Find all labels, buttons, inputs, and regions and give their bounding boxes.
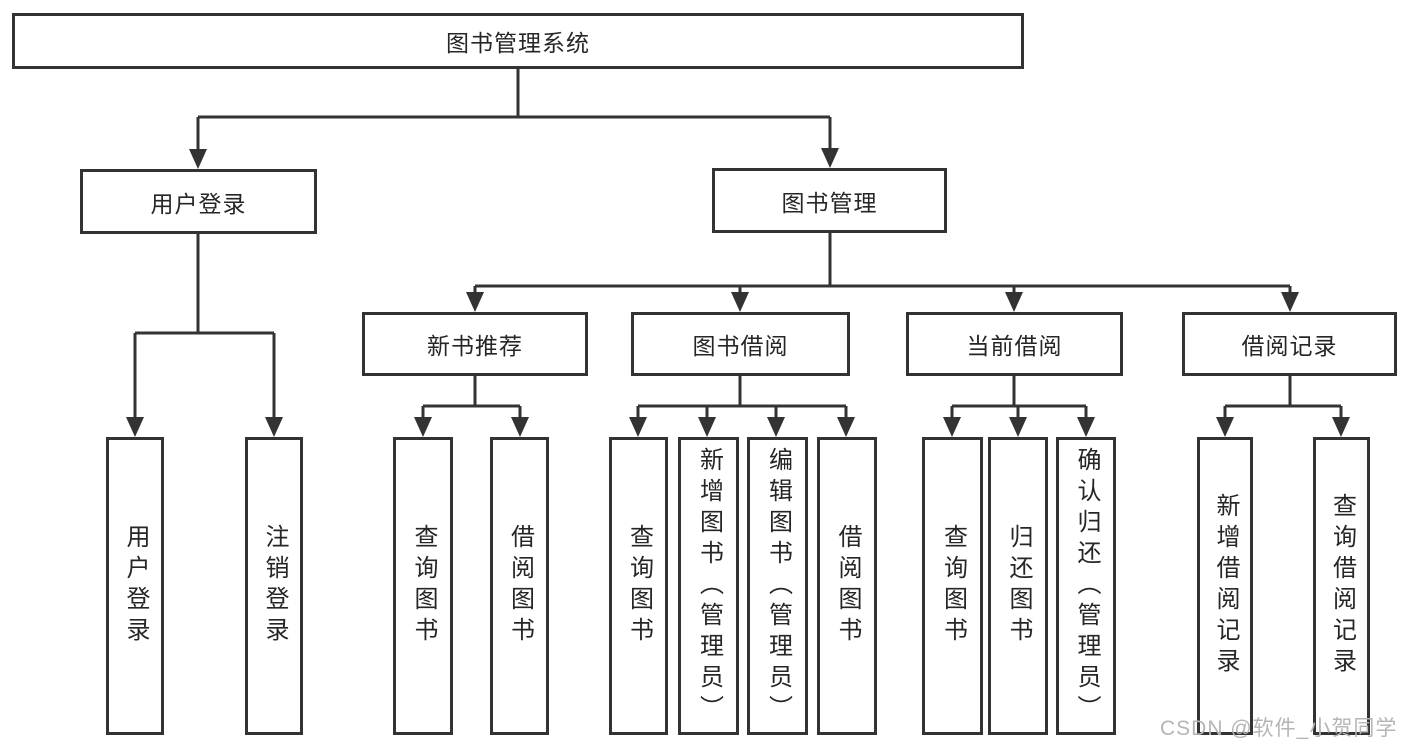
node-current-borrowing: 当前借阅 <box>906 312 1123 376</box>
node-new-book-recommend: 新书推荐 <box>362 312 588 376</box>
leaf-return-books: 归还图书 <box>988 437 1048 735</box>
leaf-edit-books-admin: 编辑图书（管理员） <box>747 437 808 735</box>
leaf-query-books-borrowing: 查询图书 <box>609 437 668 735</box>
node-system-root: 图书管理系统 <box>12 13 1024 69</box>
node-user-login: 用户登录 <box>80 169 317 234</box>
node-book-borrowing: 图书借阅 <box>631 312 850 376</box>
leaf-borrow-books-recommend: 借阅图书 <box>490 437 549 735</box>
leaf-confirm-return-admin: 确认归还（管理员） <box>1056 437 1116 735</box>
leaf-query-borrow-record: 查询借阅记录 <box>1313 437 1370 735</box>
leaf-logout: 注销登录 <box>245 437 303 735</box>
node-book-management: 图书管理 <box>712 168 947 233</box>
node-borrowing-records: 借阅记录 <box>1182 312 1397 376</box>
leaf-add-borrow-record: 新增借阅记录 <box>1197 437 1253 735</box>
leaf-add-books-admin: 新增图书（管理员） <box>678 437 739 735</box>
leaf-query-books-current: 查询图书 <box>922 437 983 735</box>
csdn-watermark: CSDN @软件_小贺同学 <box>1160 717 1398 740</box>
leaf-borrow-books: 借阅图书 <box>817 437 877 735</box>
leaf-user-login: 用户登录 <box>106 437 164 735</box>
leaf-query-books-recommend: 查询图书 <box>393 437 453 735</box>
